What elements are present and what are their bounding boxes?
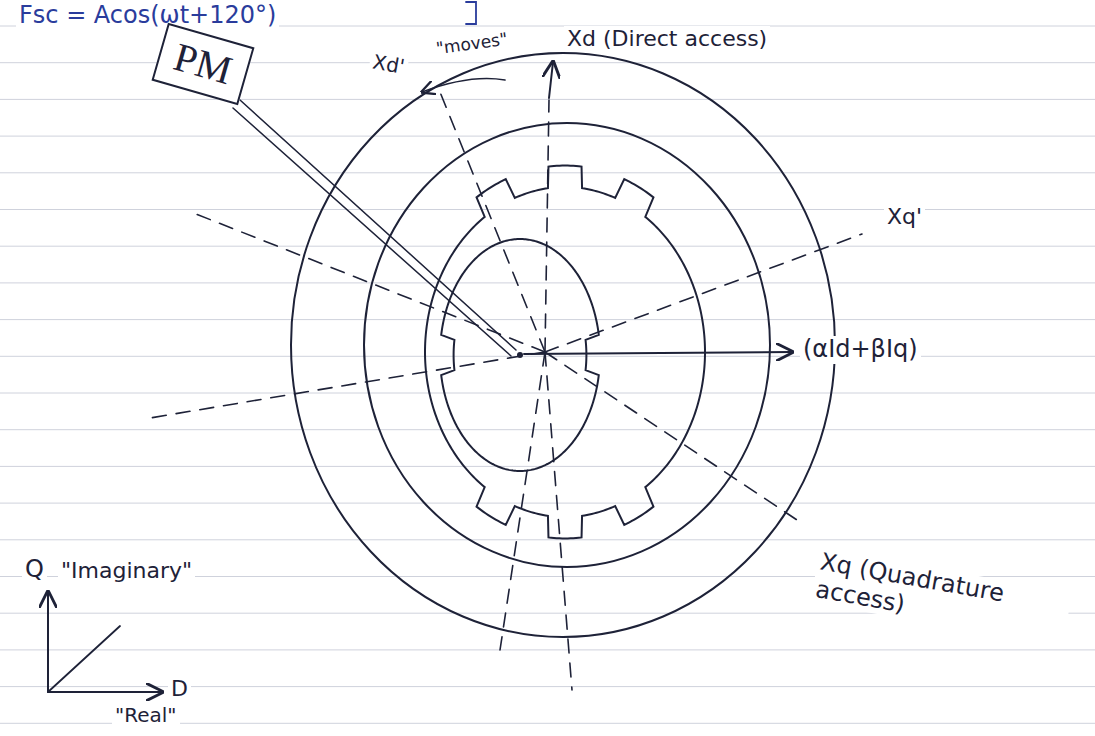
ruled-line [0, 429, 1095, 430]
ruled-line [0, 503, 1095, 504]
phasor-line [48, 626, 120, 692]
axis-label: Xq' [884, 204, 925, 229]
field-arrow [524, 352, 792, 354]
axis-line [196, 214, 545, 352]
stator-outer [291, 53, 835, 637]
rotor [441, 239, 599, 471]
axis-label: Xd (Direct access) [564, 26, 770, 51]
ruled-line [0, 209, 1095, 210]
rotor-center [517, 352, 523, 358]
stator-inner [364, 123, 770, 567]
ruled-line [0, 649, 1095, 650]
q-axis-arrow [47, 592, 49, 692]
axis-letter: Q [22, 556, 47, 584]
axis-line [545, 352, 800, 522]
ruled-line [0, 99, 1095, 100]
ruled-line [0, 393, 1095, 394]
axis-line [150, 352, 545, 418]
axis-line [440, 92, 545, 352]
bracket [466, 2, 476, 24]
ruled-line [0, 686, 1095, 687]
axis-label: Xd' [368, 50, 409, 79]
ruled-line [0, 466, 1095, 467]
machine-drawing [48, 2, 862, 692]
motion-note: "moves" [432, 29, 512, 59]
axis-note: "Imaginary" [58, 558, 195, 583]
d-axis-arrow [48, 691, 162, 693]
axis-label: Xq (Quadrature access) [810, 548, 1072, 647]
ruled-line [0, 319, 1095, 320]
ruled-line [0, 136, 1095, 137]
current-label: (αId+βIq) [800, 336, 921, 364]
axis-line [500, 352, 545, 650]
rotation-arrow [422, 79, 505, 93]
axis-line [545, 100, 549, 352]
ruled-line [0, 356, 1095, 357]
pm-box: PM [151, 23, 254, 105]
ruled-lines [0, 26, 1095, 723]
equation: Fsc = Acos(ωt+120°) [16, 2, 279, 30]
axis-arrow [549, 62, 553, 98]
pm-leader [233, 108, 511, 356]
axis-note: "Real" [112, 704, 180, 727]
ruled-line [0, 282, 1095, 283]
pm-leader [240, 100, 516, 350]
node-text: PM [170, 37, 237, 91]
axis-letter: D [168, 676, 191, 701]
ruled-line [0, 539, 1095, 540]
